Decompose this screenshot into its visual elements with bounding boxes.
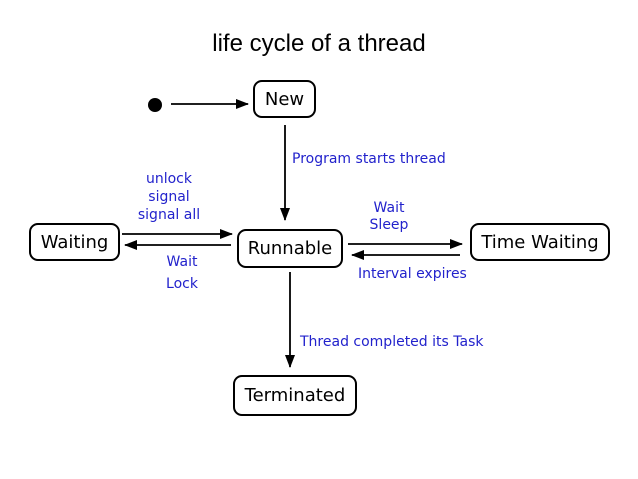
state-new: New — [253, 80, 316, 118]
label-wait-left: Wait — [166, 254, 198, 270]
label-signal-all: signal all — [137, 207, 201, 223]
initial-state-dot — [148, 98, 162, 112]
label-interval-expires: Interval expires — [358, 266, 467, 282]
label-sleep: Sleep — [369, 217, 409, 233]
label-waiting-to-runnable: unlock signal signal all — [117, 170, 221, 224]
label-runnable-to-waiting: Wait Lock — [157, 251, 207, 295]
label-runnable-to-time-waiting: Wait Sleep — [364, 200, 414, 234]
label-program-starts-thread: Program starts thread — [292, 151, 446, 167]
label-lock: Lock — [166, 276, 198, 292]
label-wait-right: Wait — [373, 200, 405, 216]
label-thread-completed-its-task: Thread completed its Task — [300, 334, 484, 350]
state-terminated: Terminated — [233, 375, 357, 416]
diagram-title: life cycle of a thread — [212, 30, 426, 57]
state-time-waiting: Time Waiting — [470, 223, 610, 261]
label-signal: signal — [148, 189, 190, 205]
label-unlock: unlock — [145, 171, 192, 187]
state-waiting: Waiting — [29, 223, 120, 261]
state-runnable: Runnable — [237, 229, 343, 268]
